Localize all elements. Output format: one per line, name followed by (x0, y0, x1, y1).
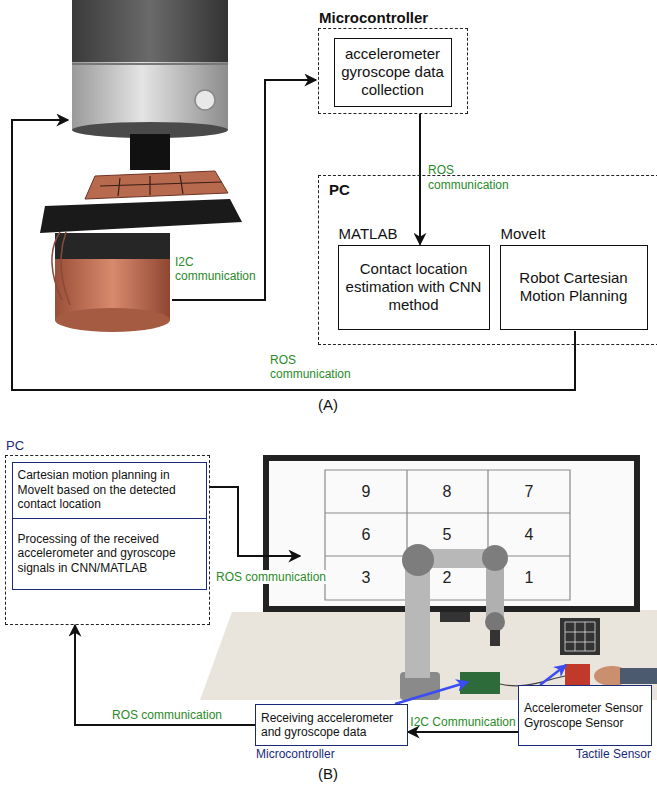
monitor-stand (440, 612, 470, 622)
grid-number: 1 (514, 568, 544, 588)
group-box: MATLAB Contact location estimation with C… (318, 175, 657, 345)
wrist-silver (72, 62, 228, 130)
connector-arrow (408, 731, 518, 733)
sensor-grid (100, 175, 222, 196)
connector-label: I2C Communication (408, 715, 518, 729)
box-text: Robot Cartesian Motion Planning (507, 269, 641, 305)
sensor-body (55, 233, 170, 261)
grid-number: 2 (432, 568, 462, 588)
process-box: MATLABContact location estimation with C… (338, 245, 490, 330)
i2c-wire (172, 80, 316, 300)
group-box: accelerometer gyroscope data collectionM… (318, 28, 468, 114)
robot-tool (490, 630, 500, 646)
signal-label: ROS communication (214, 570, 328, 584)
box-heading: MoveIt (501, 225, 546, 243)
grid-number: 8 (432, 482, 462, 502)
setup-photo (200, 455, 657, 700)
grid-number: 6 (351, 525, 381, 545)
box-text: accelerometer gyroscope data collection (341, 45, 445, 99)
connector-label: ROS communication (83, 708, 251, 722)
grid-number: 7 (514, 482, 544, 502)
process-box: Receiving accelerometer and gyroscope da… (255, 704, 408, 746)
copper-base-bottom (55, 308, 170, 332)
black-plate (40, 199, 242, 233)
sensor-pointer (395, 682, 468, 704)
robot-shoulder (402, 544, 434, 576)
wrist-band (72, 63, 228, 65)
panel-label: (A) (298, 396, 358, 414)
process-box: Accelerometer Sensor Gyroscope SensorTac… (518, 685, 652, 746)
tablet-grid (565, 622, 595, 651)
sensor-wires (52, 232, 70, 305)
box-text: Contact location estimation with CNN met… (345, 260, 483, 314)
sensor-pointer (540, 665, 566, 685)
process-box: MoveItRobot Cartesian Motion Planning (500, 245, 648, 330)
signal-label: ROS communication (270, 353, 362, 382)
robot-elbow (482, 545, 508, 571)
process-box: Processing of the received accelerometer… (12, 518, 207, 590)
box-heading: Microcontroller (256, 747, 335, 761)
sensor-plate (85, 171, 228, 199)
screen-grid (325, 470, 570, 600)
signal-label: I2C communication (175, 255, 261, 284)
box-text: Accelerometer Sensor Gyroscope Sensor (524, 701, 646, 730)
box-text: Receiving accelerometer and gyroscope da… (261, 711, 402, 740)
grid-number: 5 (432, 525, 462, 545)
robot-lower-link (405, 560, 430, 678)
box-heading: PC (329, 181, 350, 198)
arm (620, 668, 657, 684)
connector-arrow (419, 114, 421, 245)
connector-arrow (75, 625, 255, 725)
group-box: Cartesian motion planning in MoveIt base… (5, 455, 210, 625)
box-heading: MATLAB (339, 225, 398, 243)
box-heading: PC (6, 438, 24, 453)
wrist-knob (195, 90, 215, 110)
process-box: accelerometer gyroscope data collection (334, 38, 452, 107)
robot-wrist (485, 612, 505, 632)
monitor-bezel (263, 455, 640, 612)
ros-wire (209, 487, 300, 556)
wrist-cylinder (72, 0, 228, 62)
grid-number: 3 (351, 568, 381, 588)
box-text: Processing of the received accelerometer… (18, 532, 201, 575)
grid-number: 9 (351, 482, 381, 502)
ros-wire (12, 120, 575, 390)
box-heading: Tactile Sensor (576, 747, 651, 761)
box-text: Cartesian motion planning in MoveIt base… (18, 468, 201, 511)
sensor-block (565, 664, 590, 686)
panel-label: (B) (298, 765, 358, 783)
grid-number: 4 (514, 525, 544, 545)
box-heading: Microcontroller (319, 9, 428, 26)
tablet (560, 618, 600, 655)
process-box: Cartesian motion planning in MoveIt base… (12, 462, 207, 519)
connector-label: ROS communication (428, 163, 523, 192)
flange (130, 134, 170, 170)
